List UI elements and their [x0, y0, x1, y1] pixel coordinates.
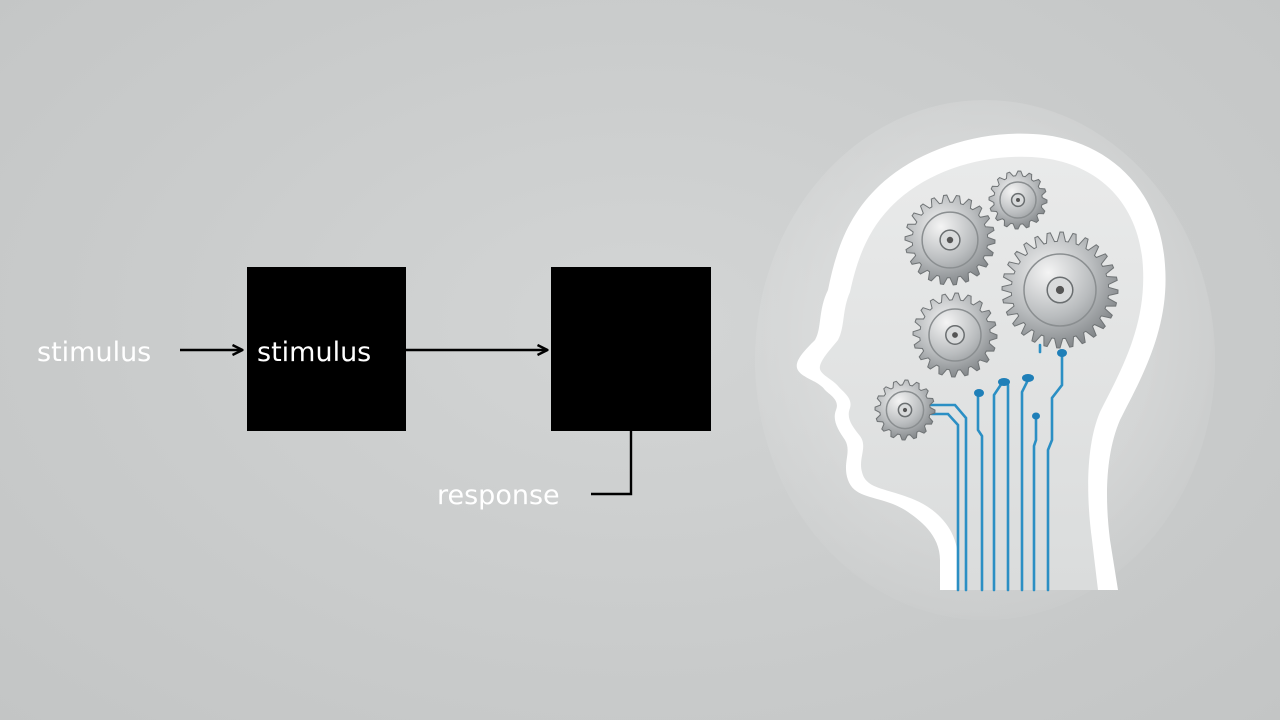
head-illustration — [755, 100, 1215, 620]
response-box — [551, 267, 711, 431]
stimulus-box-label: stimulus — [257, 337, 371, 368]
gears-group — [874, 170, 1119, 441]
response-connector-line — [591, 431, 633, 496]
gear-icon — [904, 194, 996, 286]
response-label: response — [437, 480, 560, 511]
gear-icon — [988, 170, 1048, 230]
circuit-nodes — [974, 349, 1067, 420]
stimulus-box — [247, 267, 406, 431]
gear-icon — [874, 379, 936, 441]
circuit-lines — [928, 343, 1064, 592]
stimulus-response-diagram: stimulus stimulus response — [37, 267, 711, 511]
input-stimulus-label: stimulus — [37, 337, 151, 368]
gear-icon — [1001, 231, 1119, 349]
gear-icon — [912, 292, 998, 378]
